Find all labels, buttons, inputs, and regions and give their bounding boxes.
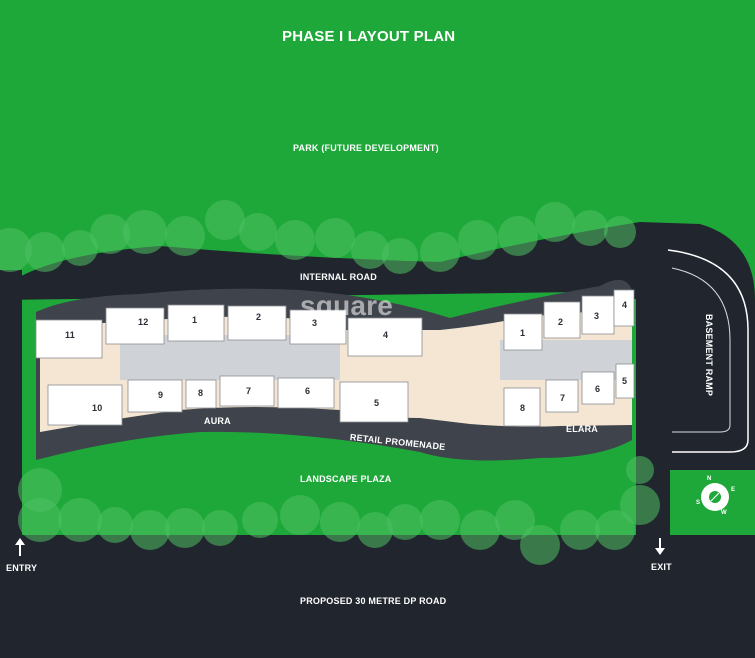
- page-title: PHASE I LAYOUT PLAN: [282, 28, 456, 45]
- elara-tower-6: [581, 371, 615, 405]
- aura-label-3: 3: [312, 318, 318, 328]
- aura-tower-9: [127, 379, 183, 413]
- elara-label-1: 1: [520, 328, 526, 338]
- elara-label-7: 7: [560, 393, 566, 403]
- basement-ramp-outline: [667, 249, 749, 453]
- elara-label: ELARA: [566, 424, 598, 434]
- compass-e: E: [731, 487, 736, 493]
- aura-tower-5: [339, 381, 409, 423]
- aura-label-9: 9: [158, 390, 164, 400]
- aura-towers: [35, 304, 423, 426]
- compass-w: W: [721, 510, 727, 516]
- aura-label-4: 4: [383, 330, 389, 340]
- elara-label-5: 5: [622, 376, 628, 386]
- compass-s: S: [696, 500, 701, 506]
- exit-arrow-icon: [655, 538, 665, 555]
- aura-label-1: 1: [192, 315, 198, 325]
- elara-tower-7: [545, 379, 579, 413]
- compass-icon: [701, 483, 729, 511]
- aura-tower-3: [289, 309, 347, 345]
- trees-top: [0, 200, 636, 274]
- aura-label-10: 10: [92, 403, 103, 413]
- aura-tower-12: [105, 307, 165, 345]
- elara-label-8: 8: [520, 403, 526, 413]
- aura-label-2: 2: [256, 312, 262, 322]
- exit-label: EXIT: [651, 562, 672, 572]
- aura-tower-6: [277, 377, 335, 409]
- aura-label-8: 8: [198, 388, 204, 398]
- aura-tower-7: [219, 375, 275, 407]
- aura-tower-4: [347, 317, 423, 357]
- elara-towers: [503, 289, 635, 427]
- elara-tower-3: [581, 295, 615, 335]
- elara-tower-1: [503, 313, 543, 351]
- internal-road-label: INTERNAL ROAD: [300, 272, 377, 282]
- aura-tower-10: [47, 384, 123, 426]
- aura-label-6: 6: [305, 386, 311, 396]
- park-label: PARK (FUTURE DEVELOPMENT): [293, 143, 439, 153]
- aura-tower-1: [167, 304, 225, 342]
- entry-road: [0, 270, 22, 560]
- elara-label-2: 2: [558, 317, 564, 327]
- basement-ramp-inner: [671, 267, 731, 433]
- aura-tower-2: [227, 305, 287, 341]
- trees-bottom: [18, 456, 660, 565]
- aura-label: AURA: [204, 416, 231, 426]
- aura-label-11: 11: [65, 330, 75, 340]
- entry-label: ENTRY: [6, 563, 38, 573]
- elara-tower-8: [503, 387, 541, 427]
- aura-tower-8: [185, 379, 217, 409]
- aura-label-7: 7: [246, 386, 252, 396]
- landscape-plaza-label: LANDSCAPE PLAZA: [300, 474, 392, 484]
- dp-road-label: PROPOSED 30 METRE DP ROAD: [300, 596, 447, 606]
- aura-tower-11: [35, 319, 103, 359]
- watermark-text: square: [300, 290, 394, 321]
- aura-label-12: 12: [138, 317, 149, 327]
- elara-label-3: 3: [594, 311, 600, 321]
- elara-label-4: 4: [622, 300, 628, 310]
- basement-ramp-label: BASEMENT RAMP: [704, 313, 715, 397]
- elara-tower-4: [613, 289, 635, 327]
- dp-road: [0, 535, 755, 658]
- elara-label-6: 6: [595, 384, 601, 394]
- elara-tower-2: [543, 301, 581, 339]
- elara-tower-5: [615, 363, 635, 399]
- aura-label-5: 5: [374, 398, 380, 408]
- internal-road: [0, 222, 755, 470]
- entry-arrow-icon: [15, 538, 25, 556]
- compass-n: N: [707, 476, 712, 482]
